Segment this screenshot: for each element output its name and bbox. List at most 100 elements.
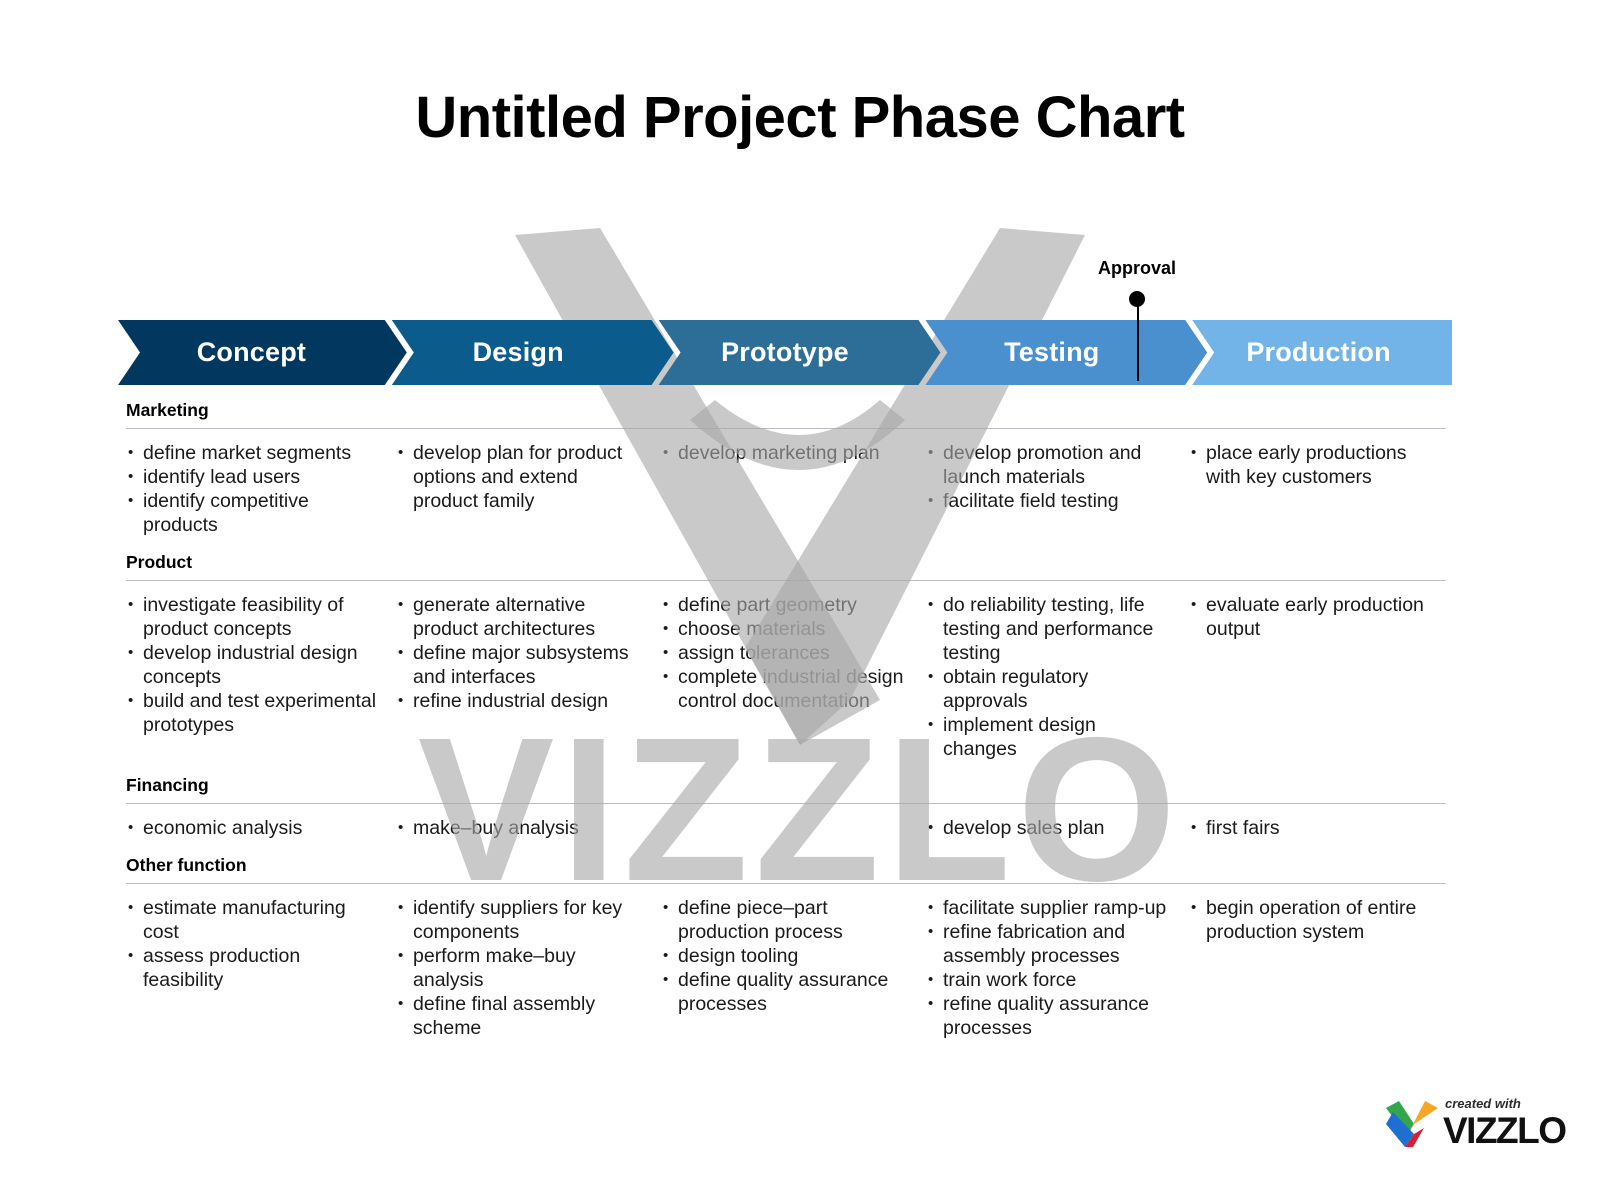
phase-group-financing: Financing economic analysis make–buy analy… [126,775,1446,840]
group-cells: define market segmentsidentify lead user… [126,429,1446,536]
task-item: define part geometry [661,592,911,617]
task-list: identify suppliers for key componentsper… [396,895,648,1040]
cell-other-function-prototype: define piece–part production processdesi… [661,895,911,1016]
cell-marketing-design: develop plan for product options and ext… [396,440,648,513]
vizzlo-logo[interactable]: created with VIZZLO [1383,1090,1568,1152]
task-list: develop plan for product options and ext… [396,440,648,513]
task-item: define piece–part production process [661,895,911,944]
task-list: develop marketing plan [661,440,911,465]
task-list: economic analysis [126,815,384,840]
cell-product-production: evaluate early production output [1189,592,1441,641]
task-item: define market segments [126,440,384,465]
phase-label-production: Production [1246,337,1391,367]
cell-other-function-design: identify suppliers for key componentsper… [396,895,648,1040]
approval-stem [1136,303,1139,381]
phase-group-other-function: Other function estimate manufacturing cos… [126,855,1446,1039]
task-item: first fairs [1189,815,1441,840]
task-item: develop plan for product options and ext… [396,440,648,513]
group-cells: investigate feasibility of product conce… [126,581,1446,760]
task-item: implement design changes [926,712,1174,761]
task-item: identify suppliers for key components [396,895,648,944]
group-title: Financing [126,775,209,795]
task-item: obtain regulatory approvals [926,664,1174,713]
task-item: assign tolerances [661,640,911,665]
task-list: estimate manufacturing costassess produc… [126,895,384,992]
phase-label-testing: Testing [1004,337,1100,367]
cell-other-function-testing: facilitate supplier ramp-uprefine fabric… [926,895,1174,1040]
task-item: economic analysis [126,815,384,840]
cell-other-function-production: begin operation of entire production sys… [1189,895,1441,944]
cell-marketing-concept: define market segmentsidentify lead user… [126,440,384,537]
task-list: define part geometrychoose materialsassi… [661,592,911,713]
cell-marketing-testing: develop promotion and launch materialsfa… [926,440,1174,513]
task-item: facilitate supplier ramp-up [926,895,1174,920]
logo-brand: VIZZLO [1443,1110,1567,1151]
task-item: define quality assurance processes [661,967,911,1016]
task-list: generate alternative product architectur… [396,592,648,713]
phase-label-design: Design [472,337,564,367]
task-item: identify lead users [126,464,384,489]
cell-product-design: generate alternative product architectur… [396,592,648,713]
task-item: assess production feasibility [126,943,384,992]
cell-financing-design: make–buy analysis [396,815,648,840]
cell-financing-testing: develop sales plan [926,815,1174,840]
cell-product-prototype: define part geometrychoose materialsassi… [661,592,911,713]
cell-marketing-prototype: develop marketing plan [661,440,911,465]
task-list: evaluate early production output [1189,592,1441,641]
task-item: estimate manufacturing cost [126,895,384,944]
group-divider [126,883,1446,884]
task-item: develop marketing plan [661,440,911,465]
group-cells: estimate manufacturing costassess produc… [126,884,1446,1039]
group-title: Product [126,552,193,572]
phase-group-marketing: Marketingdefine market segmentsidentify … [126,400,1446,536]
cell-financing-concept: economic analysis [126,815,384,840]
task-list: first fairs [1189,815,1441,840]
task-item: train work force [926,967,1174,992]
cell-financing-production: first fairs [1189,815,1441,840]
task-item: choose materials [661,616,911,641]
task-list: develop promotion and launch materialsfa… [926,440,1174,513]
task-item: complete industrial design control docum… [661,664,911,713]
task-item: facilitate field testing [926,488,1174,513]
task-item: refine industrial design [396,688,648,713]
task-item: identify competitive products [126,488,384,537]
task-list: develop sales plan [926,815,1174,840]
task-list: define market segmentsidentify lead user… [126,440,384,537]
logo-created-with: created with [1445,1096,1521,1111]
task-item: begin operation of entire production sys… [1189,895,1441,944]
phase-chevron-production[interactable] [1192,320,1452,385]
task-item: design tooling [661,943,911,968]
cell-marketing-production: place early productions with key custome… [1189,440,1441,489]
vizzlo-mark-icon [1386,1101,1438,1147]
cell-product-concept: investigate feasibility of product conce… [126,592,384,737]
phase-chevron-concept[interactable] [118,320,407,385]
task-item: define final assembly scheme [396,991,648,1040]
task-list: investigate feasibility of product conce… [126,592,384,737]
phase-label-concept: Concept [196,337,307,367]
group-title: Other function [126,855,247,875]
task-list: facilitate supplier ramp-uprefine fabric… [926,895,1174,1040]
approval-label: Approval [1097,258,1176,278]
task-item: refine quality assurance processes [926,991,1174,1040]
task-item: develop industrial design concepts [126,640,384,689]
approval-dot-icon [1129,291,1145,307]
task-item: investigate feasibility of product conce… [126,592,384,641]
cell-other-function-concept: estimate manufacturing costassess produc… [126,895,384,992]
cell-product-testing: do reliability testing, life testing and… [926,592,1174,761]
group-title: Marketing [126,400,209,420]
task-item: make–buy analysis [396,815,648,840]
task-item: define major subsystems and interfaces [396,640,648,689]
phase-group-product: Product investigate feasibility of produc… [126,552,1446,760]
task-item: evaluate early production output [1189,592,1441,641]
task-item: place early productions with key custome… [1189,440,1441,489]
task-list: define piece–part production processdesi… [661,895,911,1016]
task-item: perform make–buy analysis [396,943,648,992]
page-title: Untitled Project Phase Chart [415,85,1185,150]
task-item: generate alternative product architectur… [396,592,648,641]
task-list: begin operation of entire production sys… [1189,895,1441,944]
task-item: refine fabrication and assembly processe… [926,919,1174,968]
task-list: place early productions with key custome… [1189,440,1441,489]
